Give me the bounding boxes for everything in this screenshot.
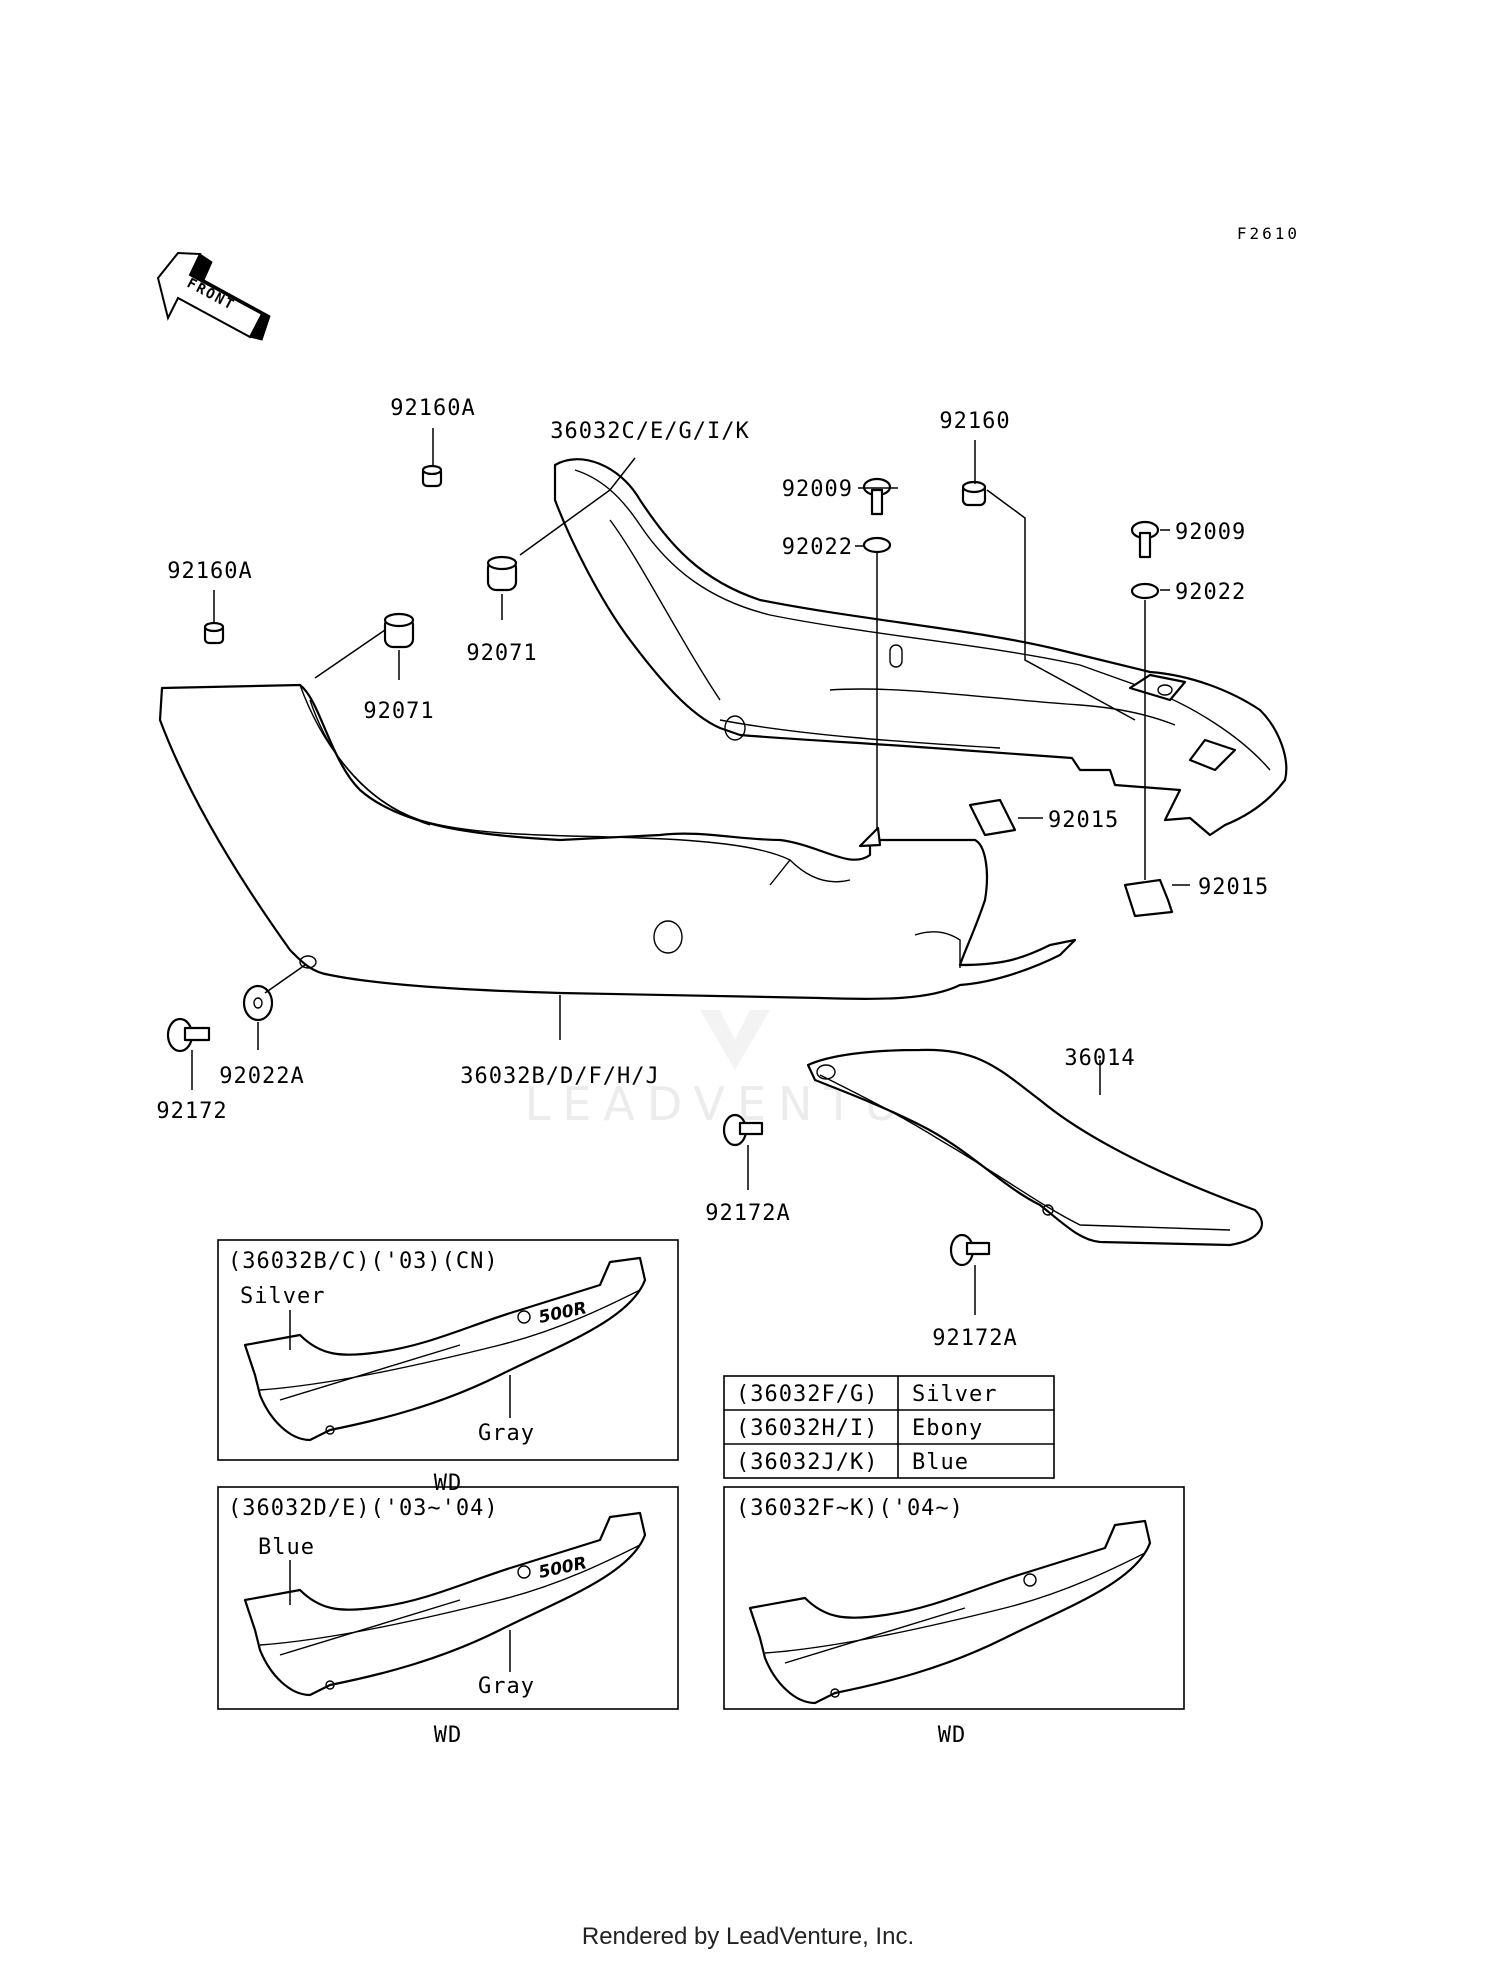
variant-1-color-b: Gray — [478, 1421, 535, 1446]
leader-lines — [191, 428, 1190, 1315]
washer-92022-a — [862, 536, 892, 554]
upper-side-cover — [553, 458, 1288, 837]
callout-92022a: 92022A — [219, 1064, 304, 1089]
screw-92009-a — [862, 477, 892, 516]
callout-92071-lower: 92071 — [363, 699, 434, 724]
callout-92015-a: 92015 — [1048, 808, 1119, 833]
callout-36014: 36014 — [1064, 1046, 1135, 1071]
callout-92160a-left: 92160A — [167, 559, 252, 584]
clip-92015-a — [968, 798, 1017, 837]
front-arrow-icon: FRONT — [156, 251, 271, 341]
screw-92172a-b — [949, 1233, 991, 1267]
grommet-92160a-top — [421, 464, 443, 488]
diagram-code: F2610 — [1237, 224, 1300, 243]
screw-92009-b — [1130, 520, 1160, 559]
callout-92015-b: 92015 — [1198, 875, 1269, 900]
washer-92022a-hole — [253, 997, 263, 1009]
washer-92022a — [242, 984, 274, 1022]
color-table-color-3: Blue — [912, 1450, 969, 1475]
callout-92022-a: 92022 — [782, 535, 853, 560]
callout-36032b: 36032B/D/F/H/J — [460, 1064, 659, 1089]
variant-1-cover-icon: 500R — [243, 1256, 647, 1442]
screw-92172a-a — [722, 1113, 764, 1147]
callout-92160: 92160 — [939, 409, 1010, 434]
variant-1-color-a: Silver — [240, 1284, 325, 1309]
variant-box-1: (36032B/C)('03)(CN) Silver Gray 500R WD — [217, 1239, 679, 1496]
color-table: (36032F/G) Silver (36032H/I) Ebony (3603… — [723, 1375, 1055, 1479]
variant-1-title: (36032B/C)('03)(CN) — [228, 1249, 499, 1274]
variant-3-title: (36032F~K)('04~) — [736, 1496, 964, 1521]
washer-92022-b — [1130, 582, 1160, 600]
callout-labels: 92160A 36032C/E/G/I/K 92160 92009 92022 … — [156, 396, 1269, 1351]
footer-credit: Rendered by LeadVenture, Inc. — [582, 1923, 914, 1950]
grommet-92071-lower — [383, 612, 415, 649]
color-table-color-2: Ebony — [912, 1416, 983, 1441]
callout-92009-b: 92009 — [1175, 520, 1246, 545]
variant-2-footnote: WD — [434, 1723, 463, 1748]
hardware — [166, 464, 1174, 1267]
variant-2-cover-icon: 500R — [243, 1511, 647, 1697]
lower-side-cover — [158, 683, 1077, 1001]
variant-2-title: (36032D/E)('03~'04) — [228, 1496, 499, 1521]
variant-box-2: (36032D/E)('03~'04) Blue Gray 500R WD — [217, 1486, 679, 1748]
color-table-color-1: Silver — [912, 1382, 997, 1407]
screw-92172 — [166, 1017, 211, 1053]
color-table-part-3: (36032J/K) — [736, 1450, 878, 1475]
callout-92009-a: 92009 — [782, 477, 853, 502]
color-table-part-1: (36032F/G) — [736, 1382, 878, 1407]
grommet-92160 — [961, 480, 987, 507]
variant-3-cover-icon — [748, 1519, 1152, 1705]
color-table-part-2: (36032H/I) — [736, 1416, 878, 1441]
callout-92022-b: 92022 — [1175, 580, 1246, 605]
clip-92015-b — [1123, 878, 1174, 918]
callout-92071-upper: 92071 — [466, 641, 537, 666]
variant-1-footnote: WD — [434, 1471, 463, 1496]
callout-92172a-a: 92172A — [705, 1201, 790, 1226]
variant-2-color-b: Gray — [478, 1674, 535, 1699]
grommet-92071-upper — [486, 555, 518, 592]
variant-3-footnote: WD — [938, 1723, 967, 1748]
callout-92172: 92172 — [156, 1099, 227, 1124]
callout-36032c: 36032C/E/G/I/K — [550, 419, 749, 444]
callout-92172a-b: 92172A — [932, 1326, 1017, 1351]
grommet-92160a-left — [203, 621, 225, 645]
variant-box-3: (36032F~K)('04~) WD — [723, 1486, 1185, 1748]
tail-cover-36014 — [806, 1048, 1263, 1247]
callout-92160a-top: 92160A — [390, 396, 475, 421]
variant-2-color-a: Blue — [258, 1535, 315, 1560]
